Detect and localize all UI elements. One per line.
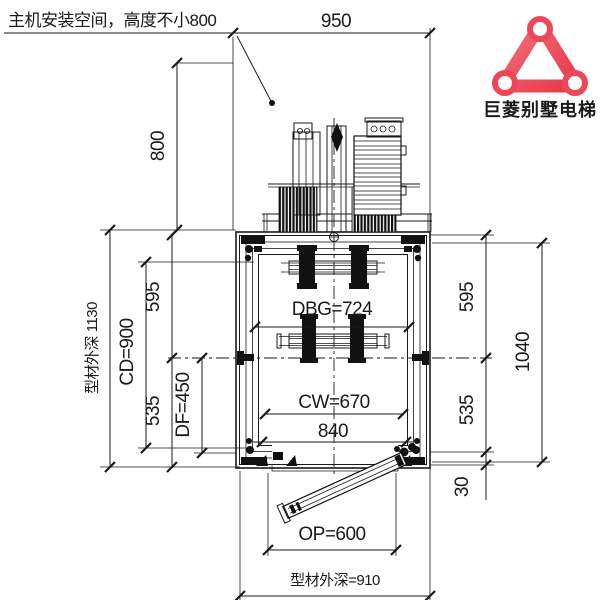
swing-door [276,451,408,524]
dim-machine-height: 800 [148,131,169,161]
rail-bracket-top [281,245,385,289]
machine-frame [292,131,321,216]
dim-right-lower: 535 [457,395,478,425]
dim-door-frame-depth: DF=450 [173,372,194,437]
terminal-box [366,120,402,138]
dim-left-upper: 595 [143,282,164,312]
shaft-frame [235,231,431,472]
fan-box [293,122,313,140]
dim-profile-outer-depth: 型材外深 1130 [84,302,101,394]
dim-car-width: CW=670 [298,392,369,413]
motor-body [353,135,402,216]
dim-profile-outer-width: 型材外深=910 [290,572,380,589]
brand-logo: 巨菱别墅电梯 [483,16,597,120]
dim-right-upper: 595 [457,282,478,312]
rail-bracket-middle [276,314,390,363]
leader-dot [269,100,275,106]
door-leaf [282,451,408,520]
dim-sill-offset: 30 [452,477,473,497]
dim-guide-rail-span: DBG=724 [292,299,373,320]
dim-right-total: 1040 [513,332,534,372]
brand-text: 巨菱别墅电梯 [483,99,597,120]
door-end-cap [276,502,292,524]
logo-triangle-icon [495,18,585,93]
dimensions: 950 800 型材外深 1130 CD=900 595 535 DF=450 … [84,11,550,600]
rope-coil-left [278,186,318,233]
dim-inner-width: 840 [318,421,348,442]
dim-door-opening: OP=600 [298,524,365,545]
machine-space-note: 主机安装空间，高度不小800 [4,11,275,106]
leader-line [236,35,273,104]
dim-car-depth: CD=900 [117,318,138,385]
note-text: 主机安装空间，高度不小800 [8,11,216,30]
dim-left-lower: 535 [143,396,164,426]
dim-top-width: 950 [321,11,351,32]
traction-machine [262,117,432,233]
motor-fins [354,140,401,210]
